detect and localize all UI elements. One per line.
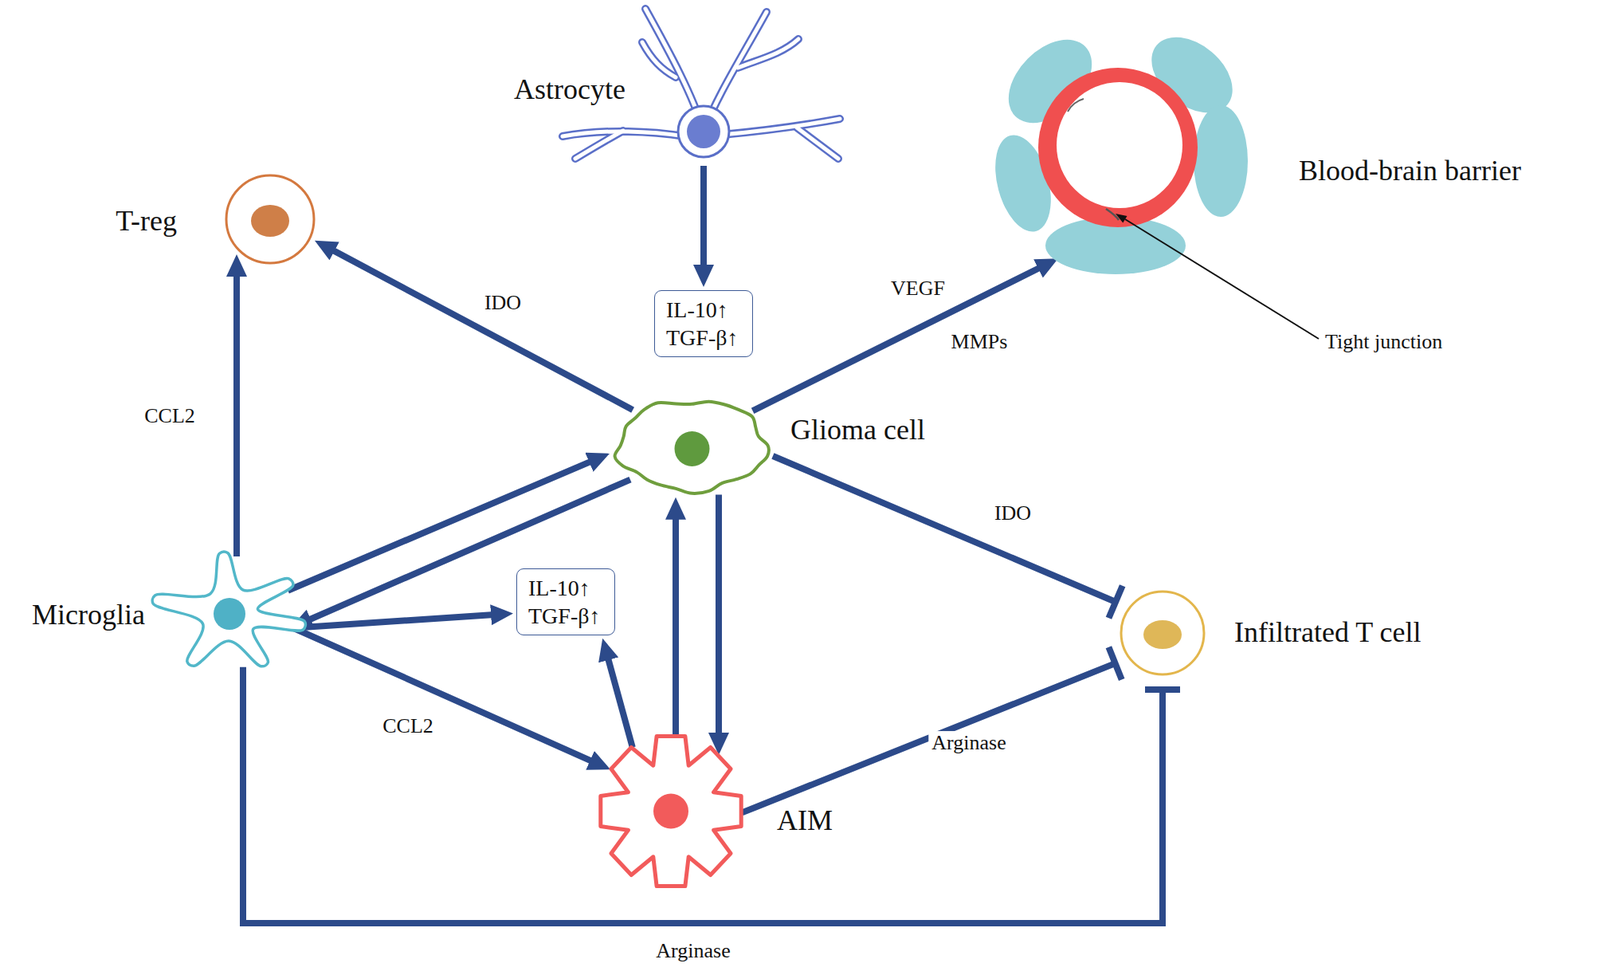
leader-arrowhead xyxy=(1115,213,1128,224)
astrocyte-process-core xyxy=(737,39,799,68)
cell-figure xyxy=(223,172,317,266)
vessel-lumen xyxy=(1056,82,1183,208)
part-label: Tight junction xyxy=(1323,329,1444,354)
cell-nucleus xyxy=(213,597,246,630)
cell-nucleus xyxy=(1143,619,1182,649)
inhibition-connector xyxy=(741,662,1115,812)
microglia-cell: Microglia xyxy=(148,540,311,684)
cell-figure xyxy=(994,23,1242,271)
leader-line xyxy=(1125,219,1319,339)
edge-label: VEGF xyxy=(887,276,949,301)
cell-nucleus xyxy=(250,204,290,237)
blood-brain-barrier: Blood-brain barrier xyxy=(994,23,1242,271)
cell-name: Astrocyte xyxy=(513,73,626,106)
astrocyte-cell: Astrocyte xyxy=(557,3,845,164)
astrocyte-process-core xyxy=(796,127,839,159)
t-cell: Infiltrated T cell xyxy=(1118,588,1207,677)
cell-nucleus xyxy=(653,793,689,829)
cytokine-box: IL-10↑ TGF-β↑ xyxy=(516,568,616,636)
edge-label: Arginase xyxy=(928,730,1009,755)
treg-cell: T-reg xyxy=(223,172,317,266)
cell-name: Infiltrated T cell xyxy=(1234,615,1422,649)
edge-label: IDO xyxy=(481,290,525,315)
inhibition-connector xyxy=(243,666,1163,923)
cell-name: T-reg xyxy=(115,204,177,238)
edge-label: CCL2 xyxy=(379,713,437,738)
arrow-connector xyxy=(233,270,240,557)
inhibition-connector xyxy=(772,455,1116,602)
cytokine-text: IL-10↑ TGF-β↑ xyxy=(528,573,604,630)
arrow-connector xyxy=(672,513,679,736)
cell-nucleus xyxy=(674,431,710,467)
arrow-connector xyxy=(329,247,634,410)
edge-label: IDO xyxy=(991,501,1035,526)
arrow-connector xyxy=(715,494,722,739)
arrow-connector xyxy=(700,165,707,271)
endothelial-junction xyxy=(1067,98,1084,112)
cell-name: Microglia xyxy=(31,598,146,632)
arrow-connector xyxy=(607,653,633,747)
astrocyte-process xyxy=(796,127,839,159)
cell-figure xyxy=(1118,588,1207,677)
cytokine-text: IL-10↑ TGF-β↑ xyxy=(666,295,742,352)
astrocyte-process-core xyxy=(721,118,840,135)
cell-figure xyxy=(148,540,311,684)
cell-body xyxy=(678,105,730,157)
cell-figure xyxy=(594,729,748,893)
astrocyte-process-core xyxy=(575,130,624,159)
cell-membrane xyxy=(226,175,314,263)
cell-membrane xyxy=(615,401,769,494)
cell-membrane xyxy=(152,551,306,667)
edge-label: Arginase xyxy=(652,938,734,963)
glioma-cell: Glioma cell xyxy=(611,396,773,495)
cell-membrane xyxy=(1121,591,1204,675)
cell-nucleus xyxy=(686,114,721,149)
cell-membrane xyxy=(600,735,742,886)
aim-cell: AIM xyxy=(594,729,748,893)
astrocyte-process xyxy=(721,118,840,135)
cell-name: AIM xyxy=(776,803,833,837)
cell-name: Glioma cell xyxy=(790,413,926,447)
vessel-wall xyxy=(1038,67,1198,228)
arrow-connector xyxy=(752,265,1044,411)
cell-name: Blood-brain barrier xyxy=(1298,154,1522,188)
edge-label: CCL2 xyxy=(141,403,199,428)
arrow-connector xyxy=(290,626,597,763)
signal-label: MMPs xyxy=(949,329,1010,354)
arrow-connector xyxy=(290,614,498,628)
astrocyte-endfoot xyxy=(1193,105,1248,217)
cytokine-box: IL-10↑ TGF-β↑ xyxy=(654,290,753,357)
cell-figure xyxy=(611,396,773,495)
astrocyte-process-core xyxy=(642,42,676,78)
astrocyte-process xyxy=(642,42,676,78)
